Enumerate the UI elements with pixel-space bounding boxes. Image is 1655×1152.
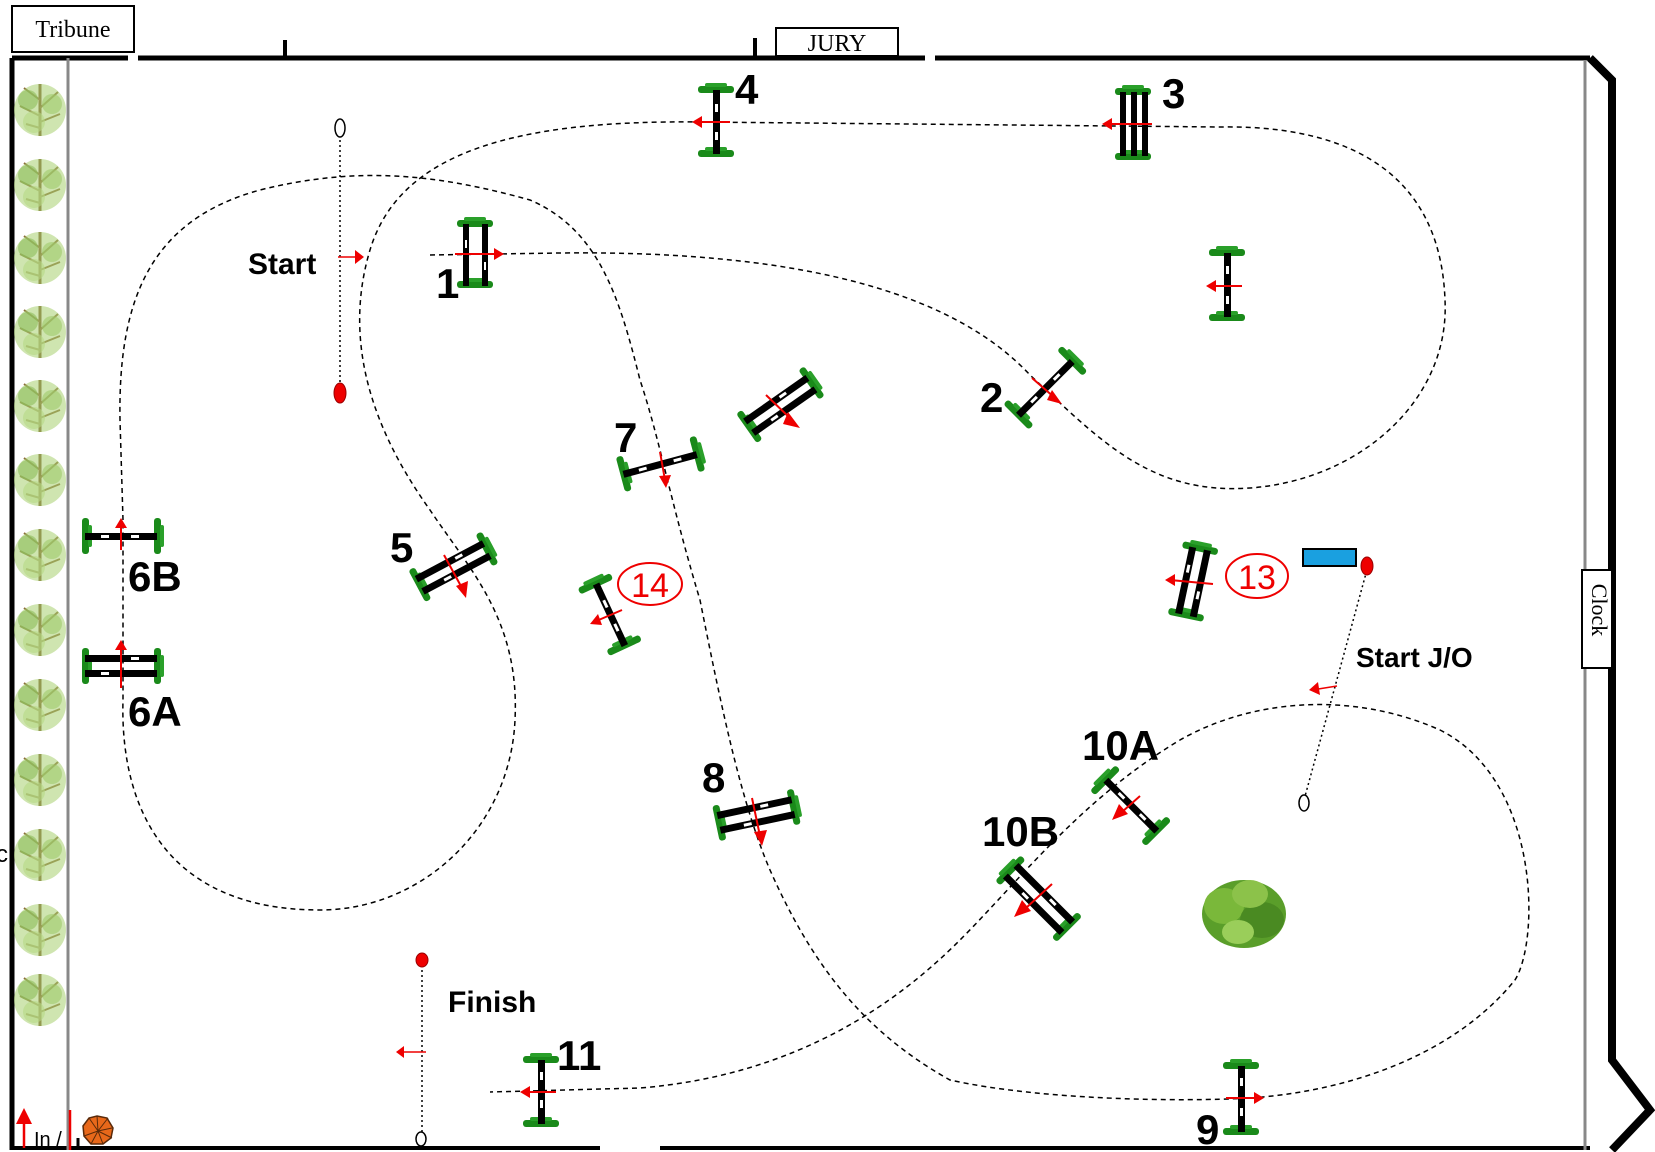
obstacle-4: 4 [692, 66, 759, 157]
obstacle-label: 7 [614, 414, 637, 461]
entry-label: In / [34, 1129, 62, 1151]
tribune-label: Tribune [35, 17, 110, 43]
obstacle-label: 14 [631, 567, 669, 605]
obstacle-1: 1 [436, 217, 504, 307]
obstacle-6a: 6A [82, 640, 182, 735]
obstacle-label: 6B [128, 553, 182, 600]
direction-arrow-icon [783, 412, 800, 428]
finish-line: Finish [396, 952, 536, 1147]
obstacle-2: 2 [980, 343, 1090, 430]
clock-box: Clock [1581, 569, 1613, 669]
tree-icon [12, 157, 68, 213]
edge-mark: c [0, 841, 8, 868]
obstacle-5: 5 [390, 524, 502, 603]
jury-box: JURY [775, 27, 899, 57]
tree-icon [12, 82, 68, 138]
obstacle-13: 13 [1165, 538, 1289, 622]
jury-label: JURY [808, 31, 867, 57]
direction-arrow-icon [1014, 900, 1031, 917]
tree-icon [12, 452, 68, 508]
clock-label: Clock [1587, 584, 1612, 637]
tree-icon [12, 230, 68, 286]
flag-icon [415, 952, 429, 968]
direction-arrow-icon [494, 248, 504, 260]
tribune-box: Tribune [11, 5, 135, 53]
flag-icon [333, 382, 347, 404]
obstacle-14: 14 [576, 562, 683, 657]
tree-icon [12, 602, 68, 658]
direction-arrow-icon [1047, 390, 1062, 404]
start-jo-line: Start J/O [1298, 548, 1473, 812]
entry-marker: In / [16, 1108, 80, 1151]
flag-icon [1360, 556, 1374, 576]
obstacle-label: 9 [1196, 1106, 1219, 1152]
arena-border [9, 38, 1655, 1152]
tree-icon [12, 527, 68, 583]
tree-row [12, 82, 68, 1028]
direction-arrow-icon [338, 250, 364, 264]
obstacle-10a: 10A [1082, 722, 1172, 847]
obstacle-label: 6A [128, 688, 182, 735]
obstacle-unnumbered [736, 364, 828, 444]
direction-arrow-icon [692, 116, 702, 128]
tree-icon [12, 752, 68, 808]
obstacle-3: 3 [1102, 70, 1185, 160]
start-line: Start [248, 118, 364, 404]
obstacle-11: 11 [520, 1032, 601, 1127]
finish-label: Finish [448, 986, 536, 1019]
obstacle-label: 8 [702, 754, 725, 801]
tree-icon [12, 827, 68, 883]
obstacle-label: 4 [735, 66, 759, 113]
tree-icon [12, 304, 68, 360]
tree-icon [12, 677, 68, 733]
obstacle-unnumbered [1206, 246, 1245, 321]
direction-arrow-icon [1112, 804, 1128, 820]
course-path [119, 121, 1530, 1101]
obstacle-label: 10A [1082, 722, 1159, 769]
direction-arrow-icon [659, 475, 671, 488]
direction-arrow-icon [590, 614, 602, 625]
obstacle-7: 7 [614, 414, 709, 492]
obstacle-label: 10B [982, 808, 1059, 855]
obstacle-10b: 10B [982, 808, 1083, 943]
direction-arrow-icon [754, 830, 767, 846]
obstacle-8: 8 [702, 754, 804, 846]
direction-arrow-icon [1102, 118, 1112, 130]
direction-arrow-icon [1254, 1092, 1264, 1104]
direction-arrow-icon [115, 640, 127, 650]
tree-icon [12, 972, 68, 1028]
obstacle-label: 1 [436, 260, 459, 307]
umbrella-icon [82, 1115, 114, 1145]
direction-arrow-icon [1206, 280, 1216, 292]
obstacle-9: 9 [1196, 1059, 1264, 1152]
start-jo-label: Start J/O [1356, 642, 1473, 673]
start-label: Start [248, 248, 316, 281]
direction-arrow-icon [1309, 682, 1338, 695]
direction-arrow-icon [396, 1046, 426, 1058]
obstacle-label: 13 [1238, 559, 1276, 597]
direction-arrow-icon [115, 518, 127, 528]
obstacle-label: 5 [390, 524, 413, 571]
direction-arrow-icon [16, 1108, 32, 1124]
obstacle-6b: 6B [82, 518, 182, 600]
tree-icon [12, 902, 68, 958]
blue-box [1302, 548, 1357, 567]
obstacle-label: 11 [557, 1032, 601, 1079]
direction-arrow-icon [1165, 574, 1175, 586]
obstacle-label: 2 [980, 374, 1003, 421]
direction-arrow-icon [456, 581, 468, 598]
tree-icon [12, 378, 68, 434]
bush-icon [1202, 880, 1286, 948]
direction-arrow-icon [520, 1086, 530, 1098]
obstacle-label: 3 [1162, 70, 1185, 117]
